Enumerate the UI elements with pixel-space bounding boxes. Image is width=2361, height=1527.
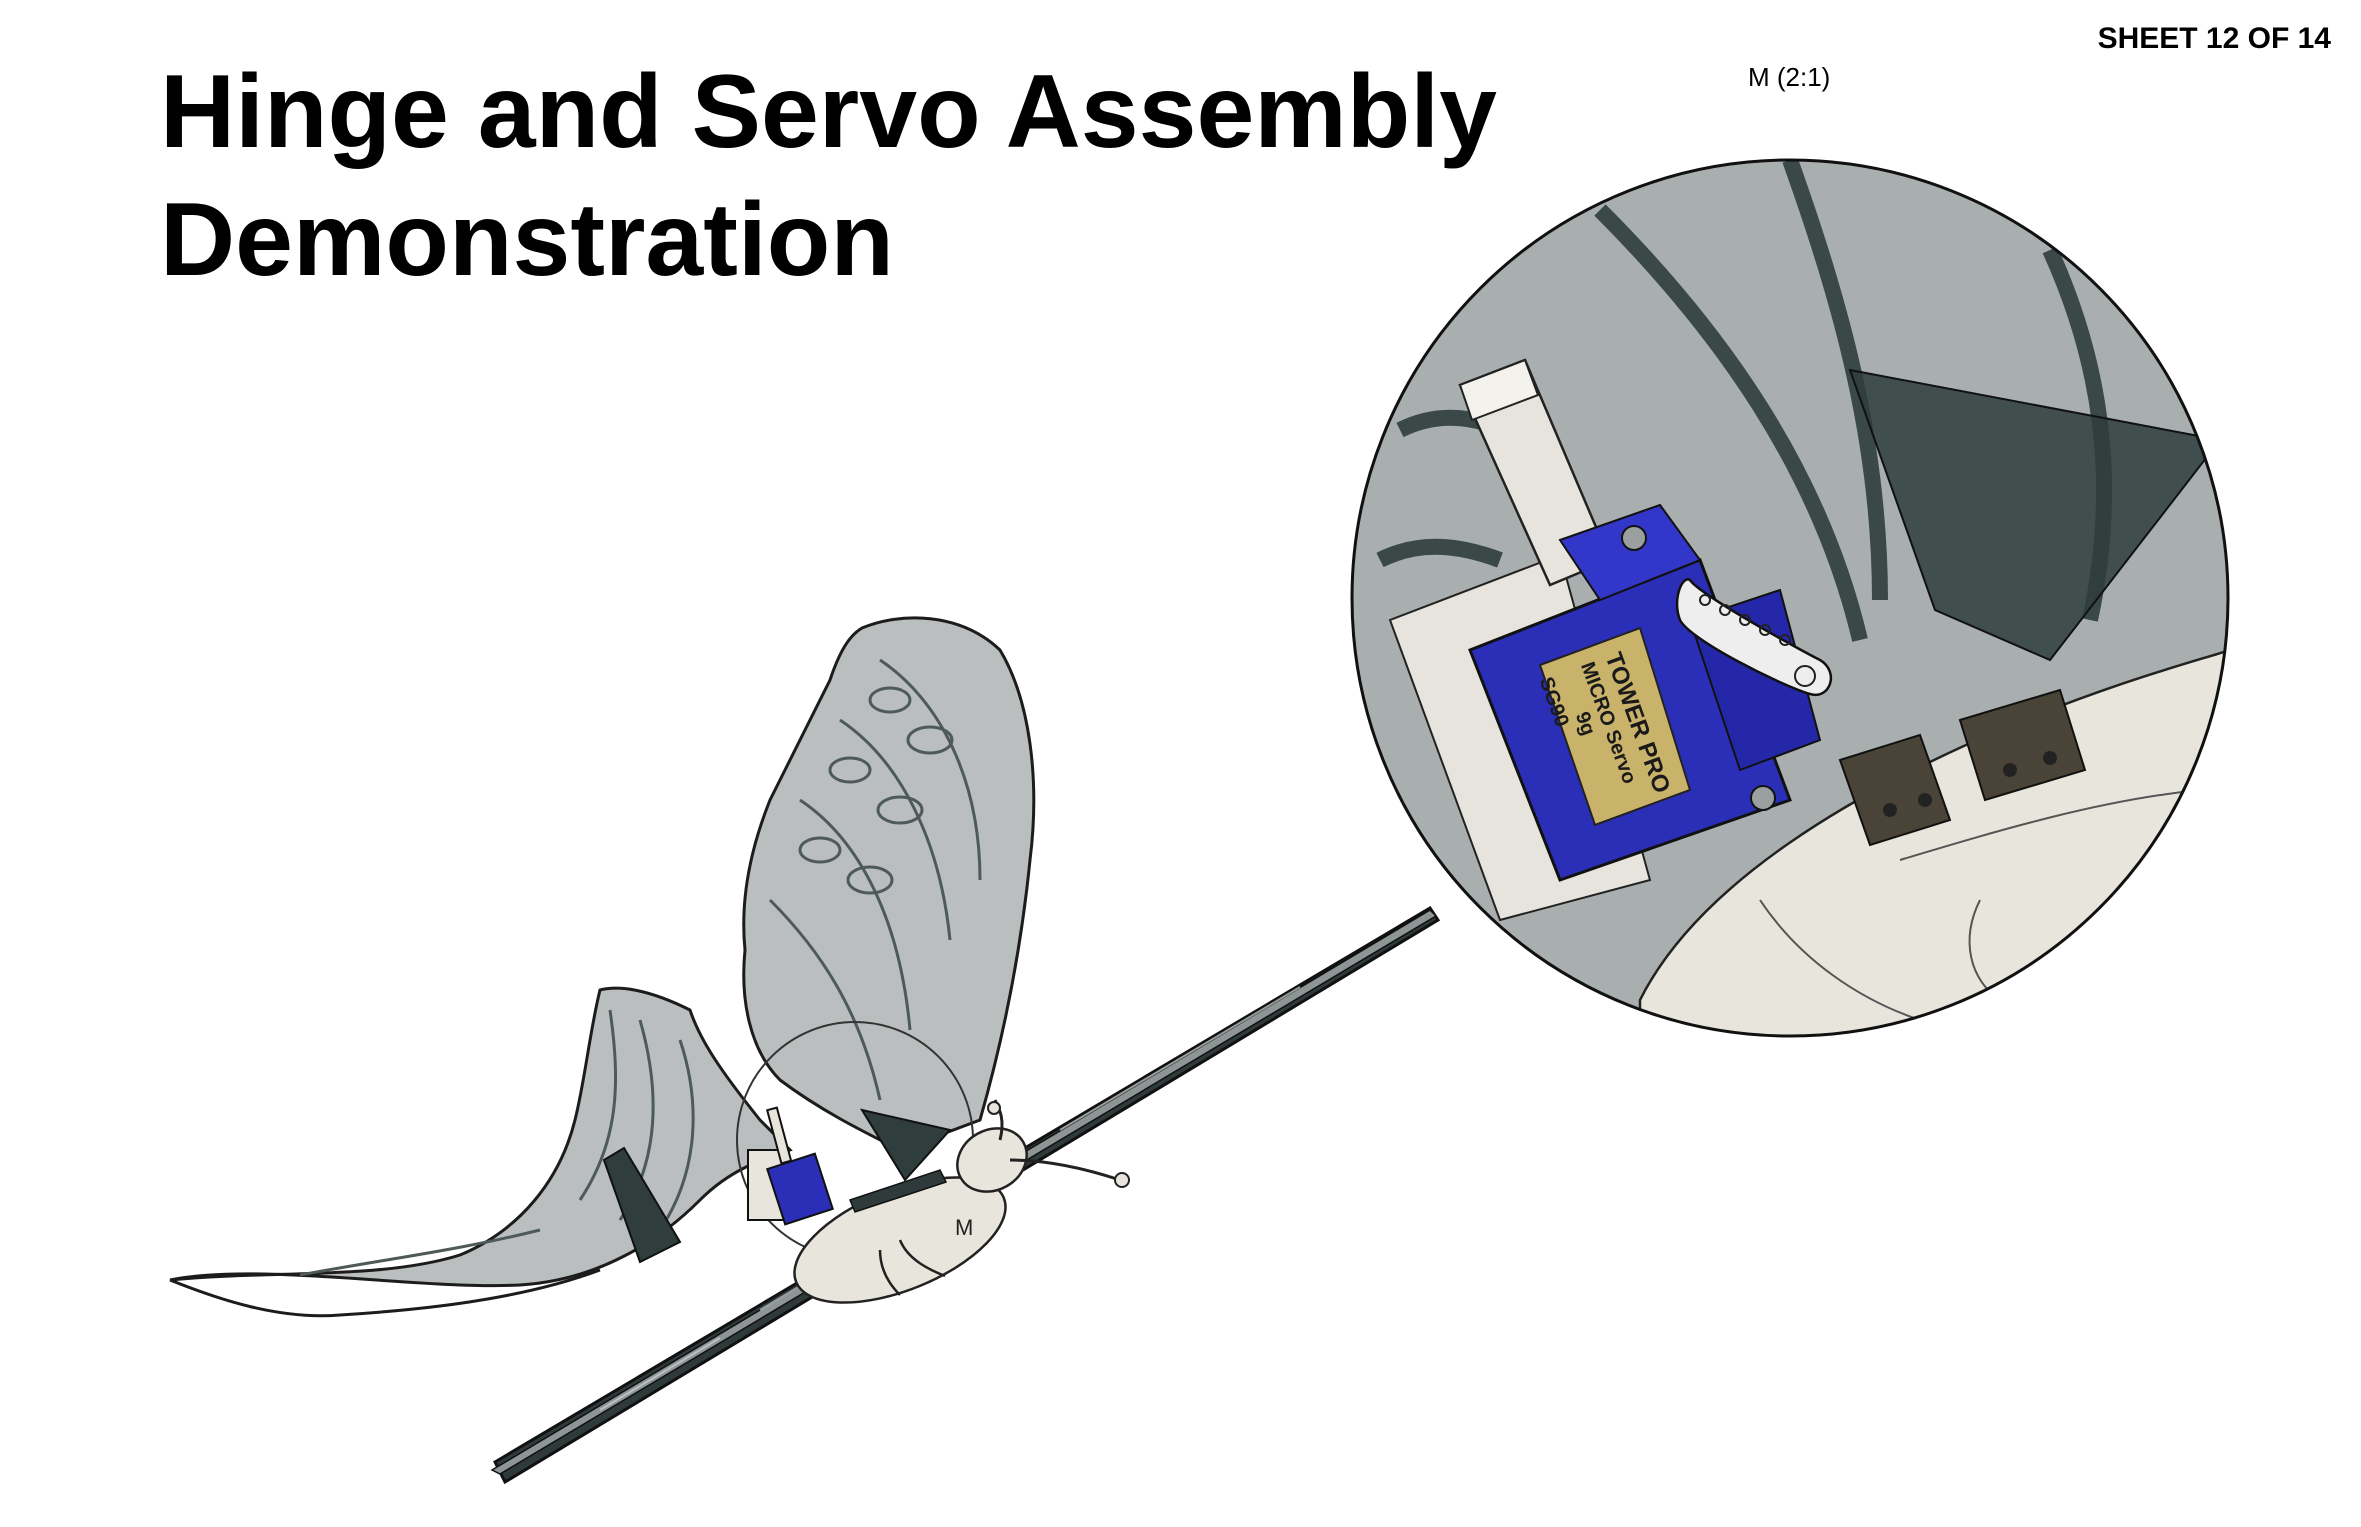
title-line-1: Hinge and Servo Assembly (160, 54, 1498, 170)
hind-wing-edge (169, 1268, 601, 1318)
main-view: M (169, 616, 1441, 1485)
head (956, 1127, 1028, 1193)
detail-view-label: M (2:1) (1748, 62, 1831, 92)
fore-wing (742, 616, 1036, 1152)
page-title: Hinge and Servo Assembly Demonstration (160, 48, 1497, 304)
servo-label-plate (1538, 626, 1692, 827)
sheet-number: SHEET 12 OF 14 (2097, 22, 2331, 55)
detail-dark-panel (1848, 368, 2222, 662)
hind-wing (169, 986, 793, 1288)
hind-wing-panel (602, 1146, 682, 1264)
detail-callout-letter: M (955, 1215, 973, 1240)
detail-view: TOWER PRO MICRO Servo 9g SG90 (1350, 158, 2230, 1038)
detail-servo: TOWER PRO MICRO Servo 9g SG90 (1468, 503, 1832, 882)
detail-post-top (1458, 358, 1540, 422)
servo-horn (1675, 578, 1832, 697)
small-servo-post (765, 1106, 793, 1165)
legs (878, 1239, 946, 1296)
title-line-2: Demonstration (160, 182, 894, 298)
fore-wing-panel (859, 1108, 952, 1182)
detail-hinges (1838, 688, 2087, 847)
detail-view-border (1350, 158, 2230, 1038)
fore-wing-veins (768, 658, 982, 1101)
antenna-tip-2 (987, 1101, 1001, 1115)
body-hinge-strip (848, 1169, 948, 1213)
antenna-tip (1114, 1172, 1130, 1188)
